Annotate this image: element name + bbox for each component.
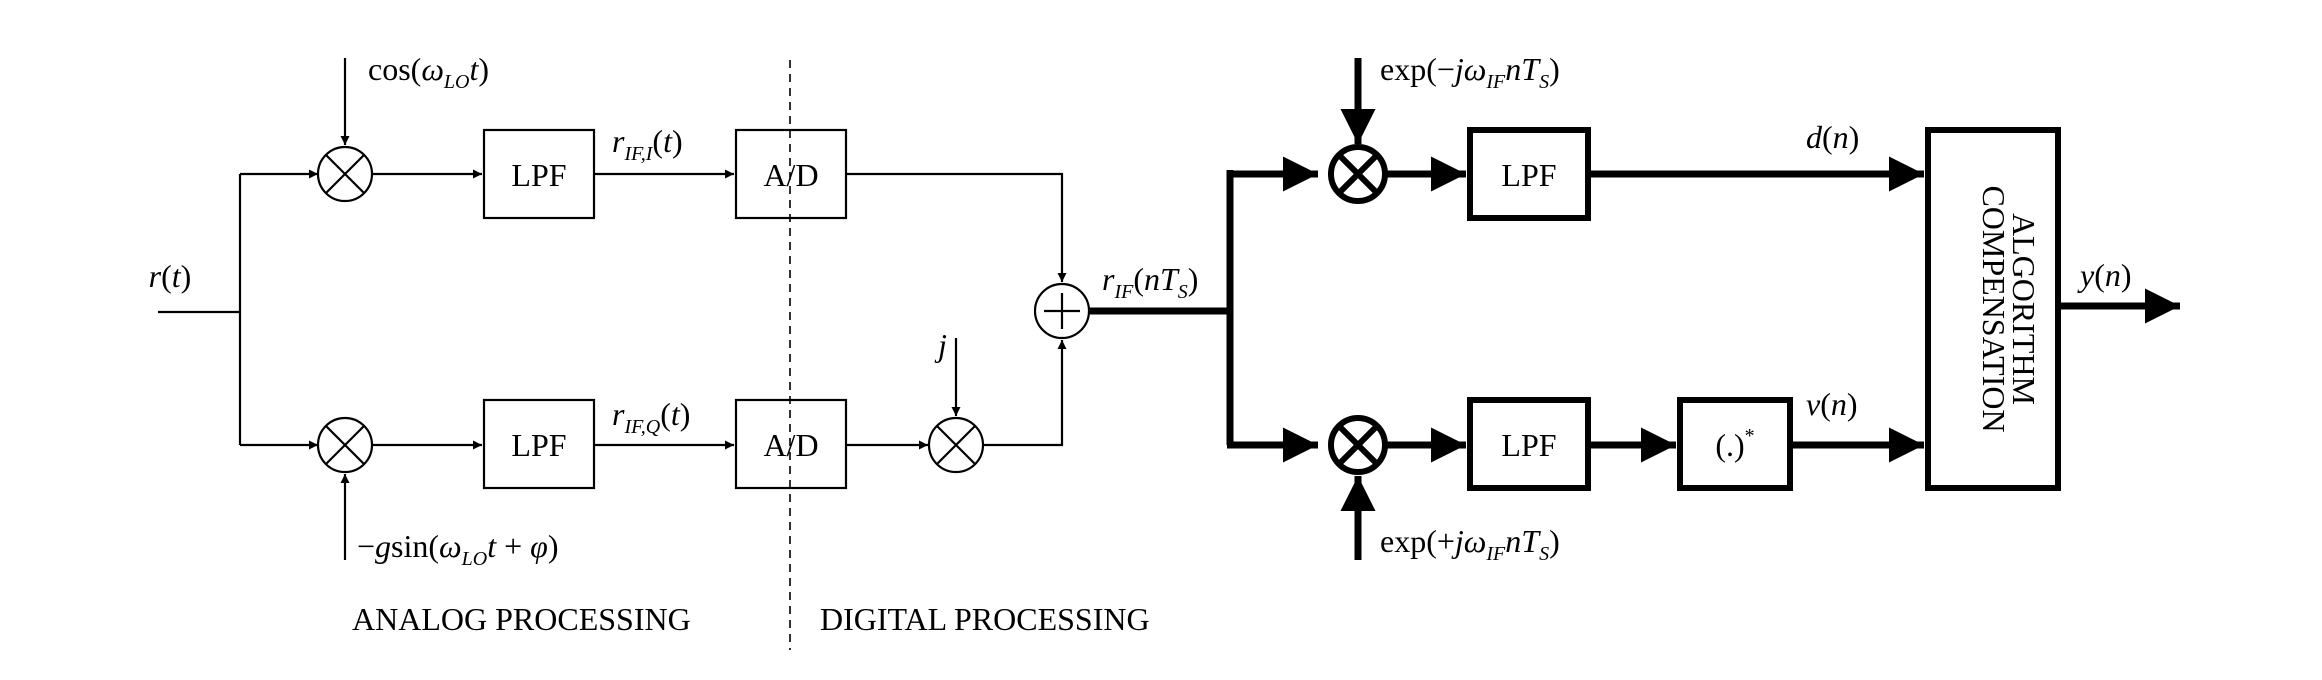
adc-i-label: A/D	[763, 157, 818, 193]
lpf-lower-label: LPF	[1501, 427, 1556, 463]
lpf-i-block: LPF	[482, 128, 596, 220]
lpf-i-label: LPF	[511, 157, 566, 193]
lpf-q-block: LPF	[482, 398, 596, 490]
mixer-upper-icon	[1328, 144, 1388, 204]
adc-i-block: A/D	[734, 128, 848, 220]
mixer-j-icon	[927, 416, 985, 474]
input-line	[158, 169, 318, 450]
exp-minus-label: exp(−jωIFnTS)	[1380, 51, 1560, 93]
lpf-upper-label: LPF	[1501, 157, 1556, 193]
v-n-label: v(n)	[1806, 386, 1858, 422]
rif-q-label: rIF,Q(t)	[612, 396, 690, 438]
j-label: j	[934, 327, 947, 363]
mixer-lower-icon	[1328, 415, 1388, 475]
compensation-label: COMPENSATION	[1976, 185, 2012, 432]
lo-i-label: cos(ωLOt)	[368, 51, 489, 93]
rif-bus	[1089, 156, 1318, 463]
mixer-i-icon	[316, 145, 374, 203]
rif-i-label: rIF,I(t)	[612, 123, 683, 165]
exp-plus-label: exp(+jωIFnTS)	[1380, 523, 1560, 565]
lpf-q-label: LPF	[511, 427, 566, 463]
rif-n-label: rIF(nTS)	[1102, 261, 1198, 303]
wire-jmixer-adder	[983, 340, 1067, 447]
analog-processing-label: ANALOG PROCESSING	[352, 601, 691, 637]
adc-q-label: A/D	[763, 427, 818, 463]
conj-block: (.)*	[1677, 397, 1793, 491]
compensation-algorithm-block: COMPENSATION ALGORITHM	[1925, 127, 2061, 491]
lpf-upper-block: LPF	[1467, 127, 1591, 221]
input-signal-label: r(t)	[149, 258, 192, 294]
mixer-q-icon	[316, 416, 374, 474]
wire-adc-i-adder	[846, 172, 1067, 282]
d-n-label: d(n)	[1806, 119, 1859, 155]
lpf-lower-block: LPF	[1467, 397, 1591, 491]
y-n-label: y(n)	[2077, 257, 2132, 293]
adder-icon	[1033, 282, 1091, 340]
lo-q-label: −gsin(ωLOt + φ)	[357, 528, 559, 570]
algorithm-label: ALGORITHM	[2006, 213, 2042, 405]
digital-processing-label: DIGITAL PROCESSING	[820, 601, 1150, 637]
adc-q-block: A/D	[734, 398, 848, 490]
